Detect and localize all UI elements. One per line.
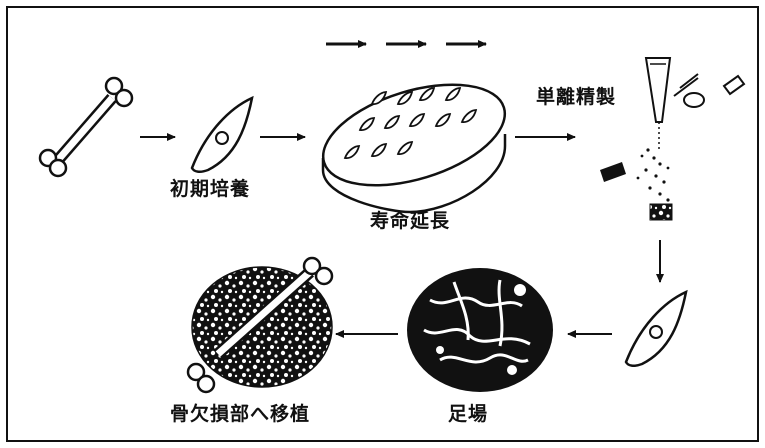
scaffold-icon [407, 268, 553, 392]
culture-dish-icon [321, 83, 507, 214]
pipette-icon [600, 57, 746, 221]
cell-icon [190, 95, 254, 173]
bone-graft-icon [186, 256, 334, 394]
bone-icon [38, 76, 134, 178]
label-transplant: 骨欠損部へ移植 [170, 403, 311, 425]
label-isolation-purification: 単離精製 [536, 86, 617, 108]
label-initial-culture: 初期培養 [170, 178, 251, 200]
cell-icon [624, 289, 688, 367]
label-life-extension: 寿命延長 [370, 210, 451, 232]
label-scaffold: 足場 [448, 403, 489, 425]
diagram-frame [6, 6, 759, 442]
